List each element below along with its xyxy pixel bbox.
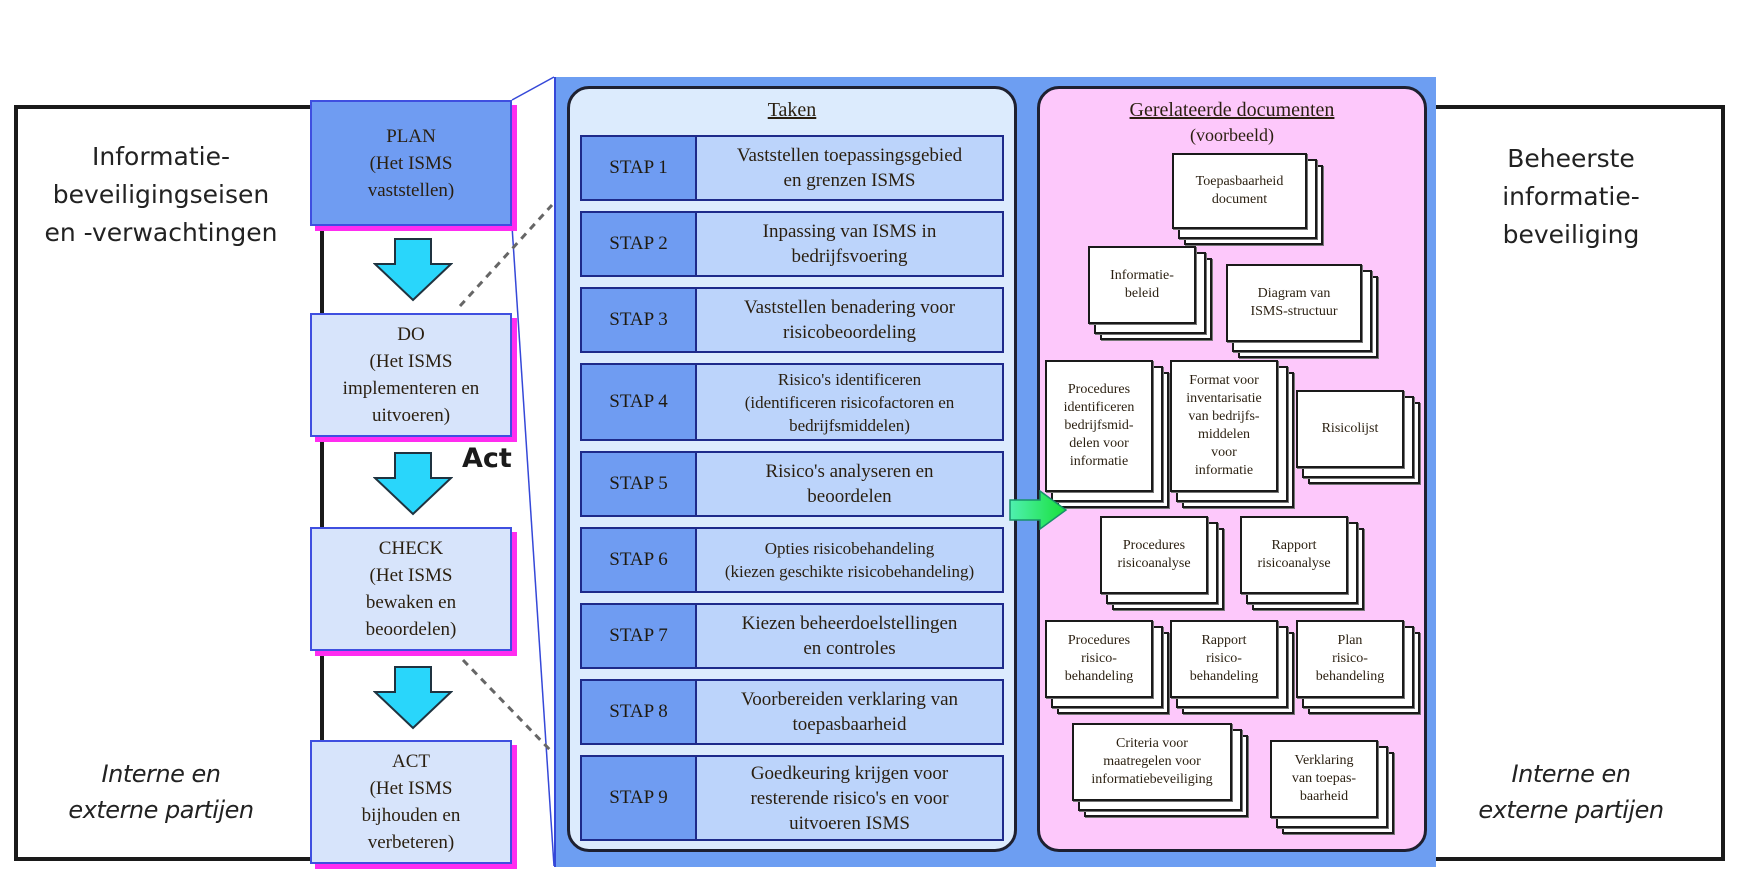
step-label: STAP 1 — [582, 137, 697, 199]
step-row[interactable]: STAP 3 Vaststellen benadering voor risico… — [580, 287, 1004, 353]
step-row[interactable]: STAP 4 Risico's identificeren (identifice… — [580, 363, 1004, 441]
document-title: Rapport risicoanalyse — [1240, 516, 1348, 594]
step-text: Voorbereiden verklaring van toepasbaarhe… — [740, 689, 958, 735]
right-context-box — [1420, 105, 1725, 861]
phase-plan-title: PLAN — [386, 125, 436, 147]
phase-act-title: ACT — [392, 751, 430, 772]
step-text: Opties risicobehandeling (kiezen geschik… — [724, 539, 975, 581]
document-stack[interactable]: Format voor inventarisatie van bedrijfs-… — [1170, 360, 1294, 508]
phase-check-title: CHECK — [378, 538, 444, 559]
document-stack[interactable]: Procedures risico- behandeling — [1045, 620, 1169, 714]
right-context-title: Beheerste informatie- beveiliging — [1502, 144, 1640, 249]
step-text: Vaststellen toepassingsgebied en grenzen… — [736, 145, 963, 191]
check-dashed-line — [461, 658, 554, 754]
document-stack[interactable]: Rapport risico- behandeling — [1170, 620, 1294, 714]
document-stack[interactable]: Rapport risicoanalyse — [1240, 516, 1364, 610]
step-row[interactable]: STAP 7 Kiezen beheerdoelstellingen en con… — [580, 603, 1004, 669]
document-title: Diagram van ISMS-structuur — [1226, 264, 1362, 342]
right-context-parties: Interne en externe partijen — [1478, 760, 1664, 824]
step-row[interactable]: STAP 1 Vaststellen toepassingsgebied en g… — [580, 135, 1004, 201]
step-label: STAP 8 — [582, 681, 697, 743]
document-title: Risicolijst — [1296, 390, 1404, 468]
document-stack[interactable]: Toepasbaarheid document — [1172, 153, 1323, 245]
step-label: STAP 3 — [582, 289, 697, 351]
phase-do[interactable]: DO (Het ISMS implementeren en uitvoeren) — [310, 313, 512, 437]
document-title: Procedures risico- behandeling — [1045, 620, 1153, 698]
phase-plan[interactable]: PLAN (Het ISMS vaststellen) — [310, 100, 512, 226]
phase-check[interactable]: CHECK (Het ISMS bewaken en beoordelen) — [310, 527, 512, 651]
document-stack[interactable]: Informatie- beleid — [1088, 246, 1212, 340]
document-title: Criteria voor maatregelen voor informati… — [1072, 723, 1232, 801]
phase-do-title: DO — [397, 324, 425, 345]
documents-subheading: (voorbeeld) — [1190, 125, 1274, 145]
step-row[interactable]: STAP 8 Voorbereiden verklaring van toepas… — [580, 679, 1004, 745]
phase-act-desc: (Het ISMS bijhouden en verbeteren) — [361, 778, 461, 853]
act-label: Act — [462, 443, 512, 474]
document-title: Procedures risicoanalyse — [1100, 516, 1208, 594]
left-context-box — [14, 105, 324, 861]
step-label: STAP 5 — [582, 453, 697, 515]
step-row[interactable]: STAP 6 Opties risicobehandeling (kiezen g… — [580, 527, 1004, 593]
document-title: Informatie- beleid — [1088, 246, 1196, 324]
document-stack[interactable]: Risicolijst — [1296, 390, 1420, 484]
left-context-parties: Interne en externe partijen — [68, 760, 254, 824]
document-title: Plan risico- behandeling — [1296, 620, 1404, 698]
document-title: Verklaring van toepas- baarheid — [1270, 740, 1378, 818]
step-row[interactable]: STAP 2 Inpassing van ISMS in bedrijfsvoer… — [580, 211, 1004, 277]
down-arrow-icon — [373, 238, 453, 302]
step-label: STAP 6 — [582, 529, 697, 591]
step-label: STAP 4 — [582, 365, 697, 439]
step-label: STAP 7 — [582, 605, 697, 667]
green-arrow-icon — [1009, 490, 1068, 530]
document-title: Rapport risico- behandeling — [1170, 620, 1278, 698]
document-stack[interactable]: Plan risico- behandeling — [1296, 620, 1420, 714]
document-stack[interactable]: Criteria voor maatregelen voor informati… — [1072, 723, 1248, 817]
step-text: Risico's identificeren (identificeren ri… — [744, 369, 955, 435]
document-title: Format voor inventarisatie van bedrijfs-… — [1170, 360, 1278, 492]
step-text: Risico's analyseren en beoordelen — [765, 461, 934, 507]
document-stack[interactable]: Procedures risicoanalyse — [1100, 516, 1224, 610]
documents-heading: Gerelateerde documenten — [1129, 99, 1335, 121]
plan-to-panel-bottom-line — [511, 225, 555, 867]
step-text: Kiezen beheerdoelstellingen en controles — [741, 613, 958, 659]
step-text: Vaststellen benadering voor risicobeoord… — [743, 297, 956, 343]
plan-to-panel-top-line — [511, 76, 555, 101]
document-stack[interactable]: Diagram van ISMS-structuur — [1226, 264, 1378, 358]
step-label: STAP 2 — [582, 213, 697, 275]
document-title: Procedures identificeren bedrijfsmid- de… — [1045, 360, 1153, 492]
phase-check-desc: (Het ISMS bewaken en beoordelen) — [365, 565, 457, 640]
left-context-title: Informatie- beveiligingseisen en -verwac… — [44, 142, 278, 247]
down-arrow-icon — [373, 452, 453, 516]
phase-do-desc: (Het ISMS implementeren en uitvoeren) — [342, 351, 480, 426]
do-dashed-line — [458, 203, 554, 308]
step-label: STAP 9 — [582, 757, 697, 839]
phase-act[interactable]: ACT (Het ISMS bijhouden en verbeteren) — [310, 740, 512, 864]
tasks-heading: Taken — [767, 99, 817, 121]
step-text: Goedkeuring krijgen voor resterende risi… — [750, 762, 949, 834]
document-stack[interactable]: Procedures identificeren bedrijfsmid- de… — [1045, 360, 1169, 508]
phase-plan-desc: (Het ISMS vaststellen) — [367, 152, 455, 201]
step-row[interactable]: STAP 5 Risico's analyseren en beoordelen — [580, 451, 1004, 517]
step-row[interactable]: STAP 9 Goedkeuring krijgen voor resterend… — [580, 755, 1004, 841]
step-text: Inpassing van ISMS in bedrijfsvoering — [762, 221, 937, 267]
pdca-cycle-line — [320, 226, 324, 741]
document-stack[interactable]: Verklaring van toepas- baarheid — [1270, 740, 1394, 834]
document-title: Toepasbaarheid document — [1172, 153, 1307, 229]
down-arrow-icon — [373, 666, 453, 730]
